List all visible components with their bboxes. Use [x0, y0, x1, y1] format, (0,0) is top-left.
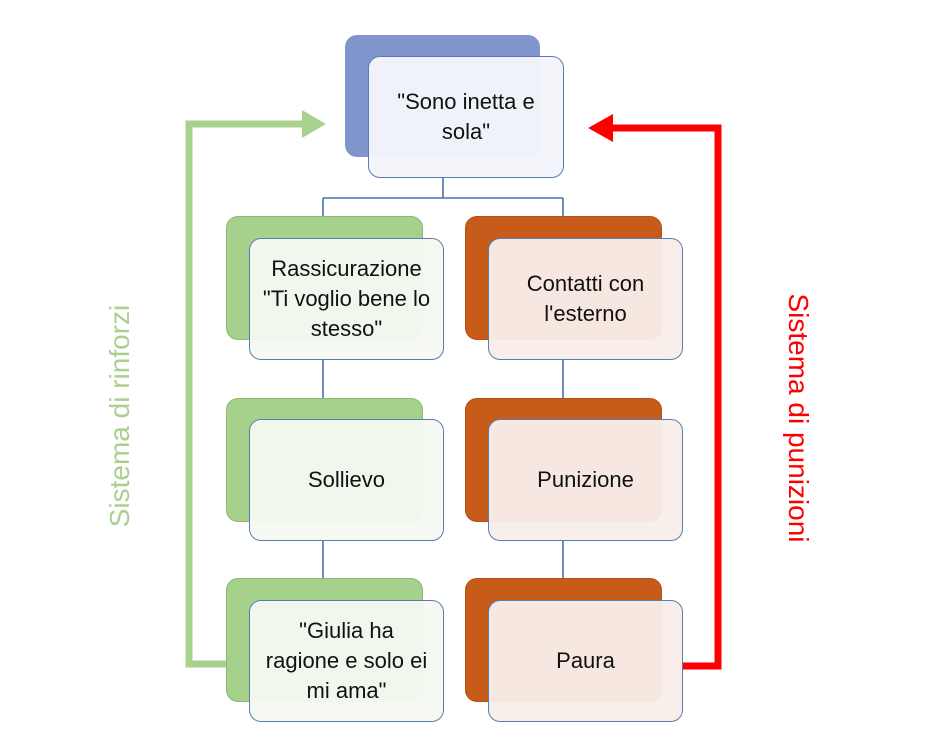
rassicurazione-node: Rassicurazione "Ti voglio bene lo stesso…: [249, 238, 444, 360]
root-node: "Sono inetta e sola": [368, 56, 564, 178]
giulia-node: "Giulia ha ragione e solo ei mi ama": [249, 600, 444, 722]
punishment-loop-line: [610, 124, 722, 670]
sollievo-node: Sollievo: [249, 419, 444, 541]
punishment-system-label: Sistema di punizioni: [783, 293, 814, 543]
punishment-arrowhead: [588, 114, 613, 142]
reinforcement-loop-line: [185, 120, 305, 668]
punizione-node: Punizione: [488, 419, 683, 541]
reinforcement-system-label: Sistema di rinforzi: [104, 304, 135, 528]
paura-node: Paura: [488, 600, 683, 722]
tree-connectors: [322, 178, 564, 578]
contatti-node: Contatti con l'esterno: [488, 238, 683, 360]
reinforcement-arrowhead: [302, 110, 326, 138]
